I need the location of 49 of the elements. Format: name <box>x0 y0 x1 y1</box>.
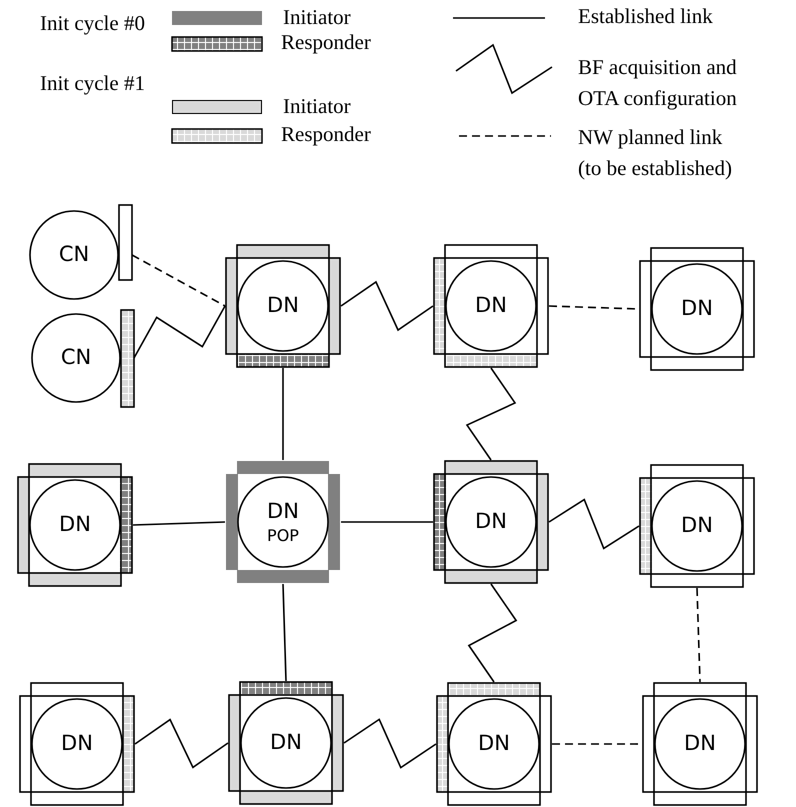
link-line <box>282 368 284 460</box>
distribution-node <box>639 247 755 371</box>
zigzag-link <box>548 498 640 550</box>
distribution-node <box>433 460 549 584</box>
link-line <box>132 521 226 526</box>
distribution-node <box>225 244 341 368</box>
node-label: DN <box>475 510 507 534</box>
legend-label: Initiator <box>283 93 351 120</box>
node-label: CN <box>58 243 90 267</box>
zigzag-link <box>340 280 434 332</box>
node-label: POP <box>267 526 299 544</box>
zigzag-link <box>134 718 228 769</box>
zigzag-link <box>133 306 226 358</box>
node-label: DN <box>267 294 299 318</box>
node-label: DN <box>475 294 507 318</box>
legend-label: Responder <box>281 121 371 148</box>
zigzag-link <box>344 718 436 769</box>
distribution-node <box>17 463 133 587</box>
legend-label: NW planned link (to be established) <box>578 124 733 182</box>
distribution-node <box>225 460 341 584</box>
link-line <box>282 584 287 682</box>
distribution-node <box>433 244 549 368</box>
dashed-link <box>696 588 701 682</box>
node-label: DN <box>681 514 713 538</box>
client-node <box>29 205 132 300</box>
dashed-link <box>132 254 226 307</box>
zigzag-link <box>466 368 516 460</box>
legend-label: Initiator <box>283 4 351 31</box>
node-label: DN <box>267 500 299 523</box>
link-line <box>341 521 433 523</box>
client-node <box>31 310 134 407</box>
legend-label: Established link <box>578 3 713 30</box>
legend-label: Responder <box>281 29 371 56</box>
distribution-node <box>639 464 755 588</box>
node-label: CN <box>60 346 92 370</box>
legend-label: BF acquisition and OTA configuration <box>578 54 738 112</box>
legend-heading: Init cycle #1 <box>40 70 145 97</box>
zigzag-link <box>468 584 518 682</box>
legend-heading: Init cycle #0 <box>40 10 145 37</box>
node-label: DN <box>61 732 93 756</box>
node-label: DN <box>478 732 510 756</box>
distribution-node <box>436 682 552 806</box>
node-label: DN <box>684 732 716 756</box>
distribution-node <box>642 682 758 806</box>
distribution-node <box>19 682 135 806</box>
node-label: DN <box>681 297 713 321</box>
node-label: DN <box>270 731 302 755</box>
distribution-node <box>228 681 344 805</box>
node-label: DN <box>59 513 91 537</box>
